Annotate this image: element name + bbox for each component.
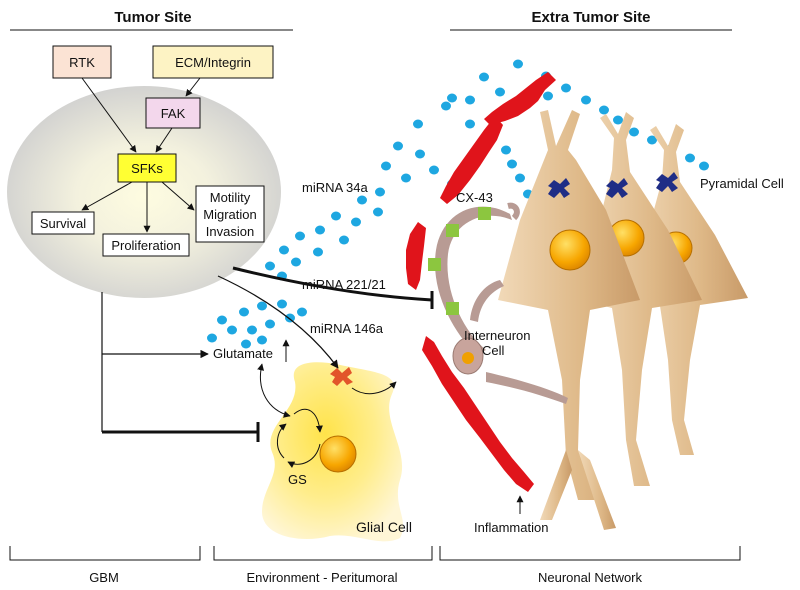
tumor-cell: [7, 86, 281, 298]
glial-receptor: [330, 367, 353, 386]
mirna-dot: [413, 119, 423, 129]
svg-text:Survival: Survival: [40, 216, 86, 231]
mirna-dot: [227, 325, 237, 335]
mirna-dot: [279, 245, 289, 255]
node-rtk: RTK: [52, 45, 112, 79]
node-sfks: SFKs: [117, 153, 177, 183]
mirna-dot: [543, 91, 553, 101]
mirna-dot: [599, 105, 609, 115]
svg-text:Invasion: Invasion: [206, 224, 254, 239]
mirna-dot: [357, 195, 367, 205]
mirna-dot: [393, 141, 403, 151]
mirna-dot: [447, 93, 457, 103]
mirna-dot: [507, 159, 517, 169]
node-proliferation: Proliferation: [102, 233, 190, 257]
mirna-dot: [479, 72, 489, 82]
pyramidal-neuron-1: [498, 110, 640, 530]
mirna-dot: [613, 115, 623, 125]
svg-text:Proliferation: Proliferation: [111, 238, 180, 253]
mirna-dot: [647, 135, 657, 145]
mirna-dot: [375, 187, 385, 197]
header-tumor-site: Tumor Site: [114, 9, 191, 26]
pyramidal-receptors: [548, 172, 678, 198]
mirna-dot: [241, 339, 251, 349]
label-glial-cell: Glial Cell: [356, 519, 412, 535]
mirna-dot: [277, 299, 287, 309]
signaling-arrows: [81, 77, 201, 233]
label-cx43: CX-43: [456, 190, 493, 205]
label-mirna-34a: miRNA 34a: [302, 180, 369, 195]
mirna-dot: [373, 207, 383, 217]
label-interneuron-cell: Cell: [482, 343, 505, 358]
svg-text:Motility: Motility: [210, 190, 251, 205]
mirna-arrows: [217, 266, 434, 369]
mirna-dot: [239, 307, 249, 317]
section-gbm: GBM: [89, 570, 119, 585]
mirna-dot: [629, 127, 639, 137]
mirna-dot: [315, 225, 325, 235]
section-environment: Environment - Peritumoral: [247, 570, 398, 585]
mirna-dot: [257, 301, 267, 311]
label-mirna-221-21: miRNA 221/21: [302, 277, 386, 292]
mirna-dot: [351, 217, 361, 227]
interneuron-cell: [435, 202, 568, 404]
mirna-dot: [291, 257, 301, 267]
mirna-dot: [207, 333, 217, 343]
label-inflammation: Inflammation: [474, 520, 548, 535]
mirna-dot: [297, 307, 307, 317]
mirna-dot: [401, 173, 411, 183]
gap-junctions-cx43: [428, 207, 491, 315]
node-fak: FAK: [145, 97, 201, 129]
mirna-dot: [217, 315, 227, 325]
blood-vessel-band: [406, 72, 556, 492]
svg-text:ECM/Integrin: ECM/Integrin: [175, 55, 251, 70]
label-interneuron: Interneuron: [464, 328, 531, 343]
mirna-dot: [285, 313, 295, 323]
svg-text:Migration: Migration: [203, 207, 256, 222]
mirna-dot: [265, 319, 275, 329]
glutamate-cycle-arrows: [257, 339, 524, 514]
mirna-dot: [495, 87, 505, 97]
header-extra-tumor-site: Extra Tumor Site: [532, 9, 651, 26]
svg-text:SFKs: SFKs: [131, 161, 163, 176]
mirna-dot: [415, 149, 425, 159]
label-gs: GS: [288, 472, 307, 487]
mirna-dot: [247, 325, 257, 335]
mirna-dot: [501, 145, 511, 155]
mirna-dot: [295, 231, 305, 241]
mirna-dot: [465, 95, 475, 105]
mirna-dot: [265, 261, 275, 271]
mirna-dot: [581, 95, 591, 105]
section-neuronal: Neuronal Network: [538, 570, 643, 585]
mirna-dot: [257, 335, 267, 345]
mirna-dot: [685, 153, 695, 163]
svg-text:FAK: FAK: [161, 106, 186, 121]
mirna-dot: [699, 161, 709, 171]
node-motility: Motility Migration Invasion: [195, 185, 265, 243]
mirna-dot: [381, 161, 391, 171]
gbm-connections: [101, 292, 260, 442]
mirna-dot: [513, 59, 523, 69]
label-glutamate: Glutamate: [213, 346, 273, 361]
mirna-dot: [339, 235, 349, 245]
mirna-dot: [441, 101, 451, 111]
node-survival: Survival: [31, 211, 95, 235]
mirna-dot: [561, 83, 571, 93]
label-pyramidal-cell: Pyramidal Cell: [700, 176, 784, 191]
mirna-dot: [313, 247, 323, 257]
mirna-dot: [465, 119, 475, 129]
svg-text:RTK: RTK: [69, 55, 95, 70]
section-brackets: [9, 546, 741, 561]
pyramidal-neurons: [498, 110, 748, 530]
node-ecm-integrin: ECM/Integrin: [152, 45, 274, 79]
glial-nucleus: [319, 435, 357, 473]
mirna-dot: [331, 211, 341, 221]
label-mirna-146a: miRNA 146a: [310, 321, 384, 336]
mirna-dot: [429, 165, 439, 175]
mirna-dot: [515, 173, 525, 183]
